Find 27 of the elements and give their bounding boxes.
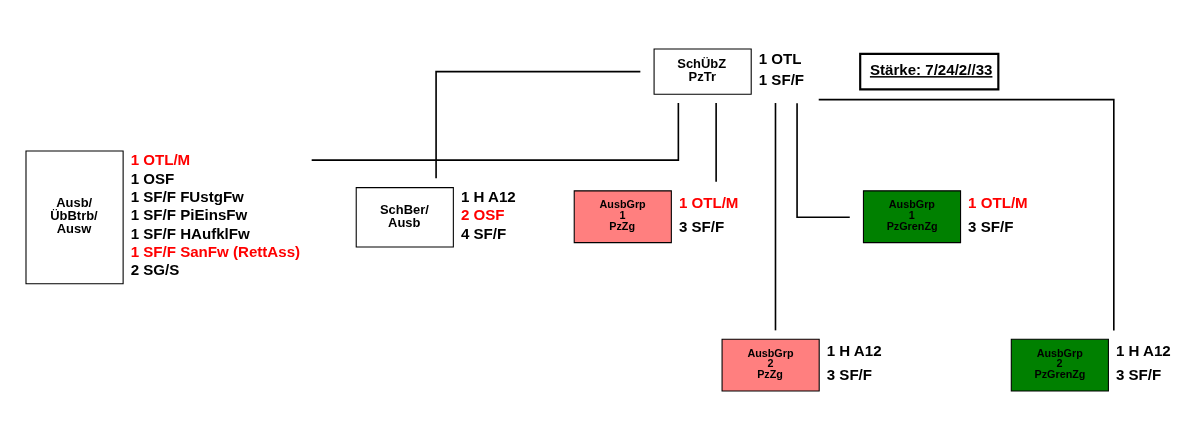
node-label: 1 H A12 [460,187,516,205]
node-label: 1 SF/F HAufklFw [130,224,250,242]
connector [310,101,680,161]
node-label: 1 OTL [758,49,802,67]
connector [817,98,1115,331]
connector [774,101,777,331]
connector [796,101,851,218]
node-label: 1 H A12 [826,341,882,359]
node-label: 2 SG/S [130,260,180,278]
node-label: 1 SF/F [758,70,805,88]
node-label: 1 SF/F SanFw (RettAss) [130,242,301,260]
node-label: 3 SF/F [968,217,1014,235]
node-label: 3 SF/F [678,217,725,235]
node-label: 1 OTL/M [130,150,191,168]
node-label: 1 OSF [130,169,175,187]
node-label: 4 SF/F [460,224,507,242]
node-label: 3 SF/F [826,365,873,383]
connector [435,70,642,179]
node-label: 3 SF/F [1115,365,1162,383]
node-label: 1 OTL/M [968,193,1028,211]
label: Stärke: 7/24/2//33 [869,60,993,78]
node-label: 1 H A12 [1115,341,1171,359]
node-label: 1 SF/F FUstgFw [130,187,244,205]
connector [715,101,717,183]
node-label: 1 SF/F PiEinsFw [130,205,248,223]
node-label: 1 OTL/M [678,193,739,211]
node-label: 2 OSF [460,205,505,223]
